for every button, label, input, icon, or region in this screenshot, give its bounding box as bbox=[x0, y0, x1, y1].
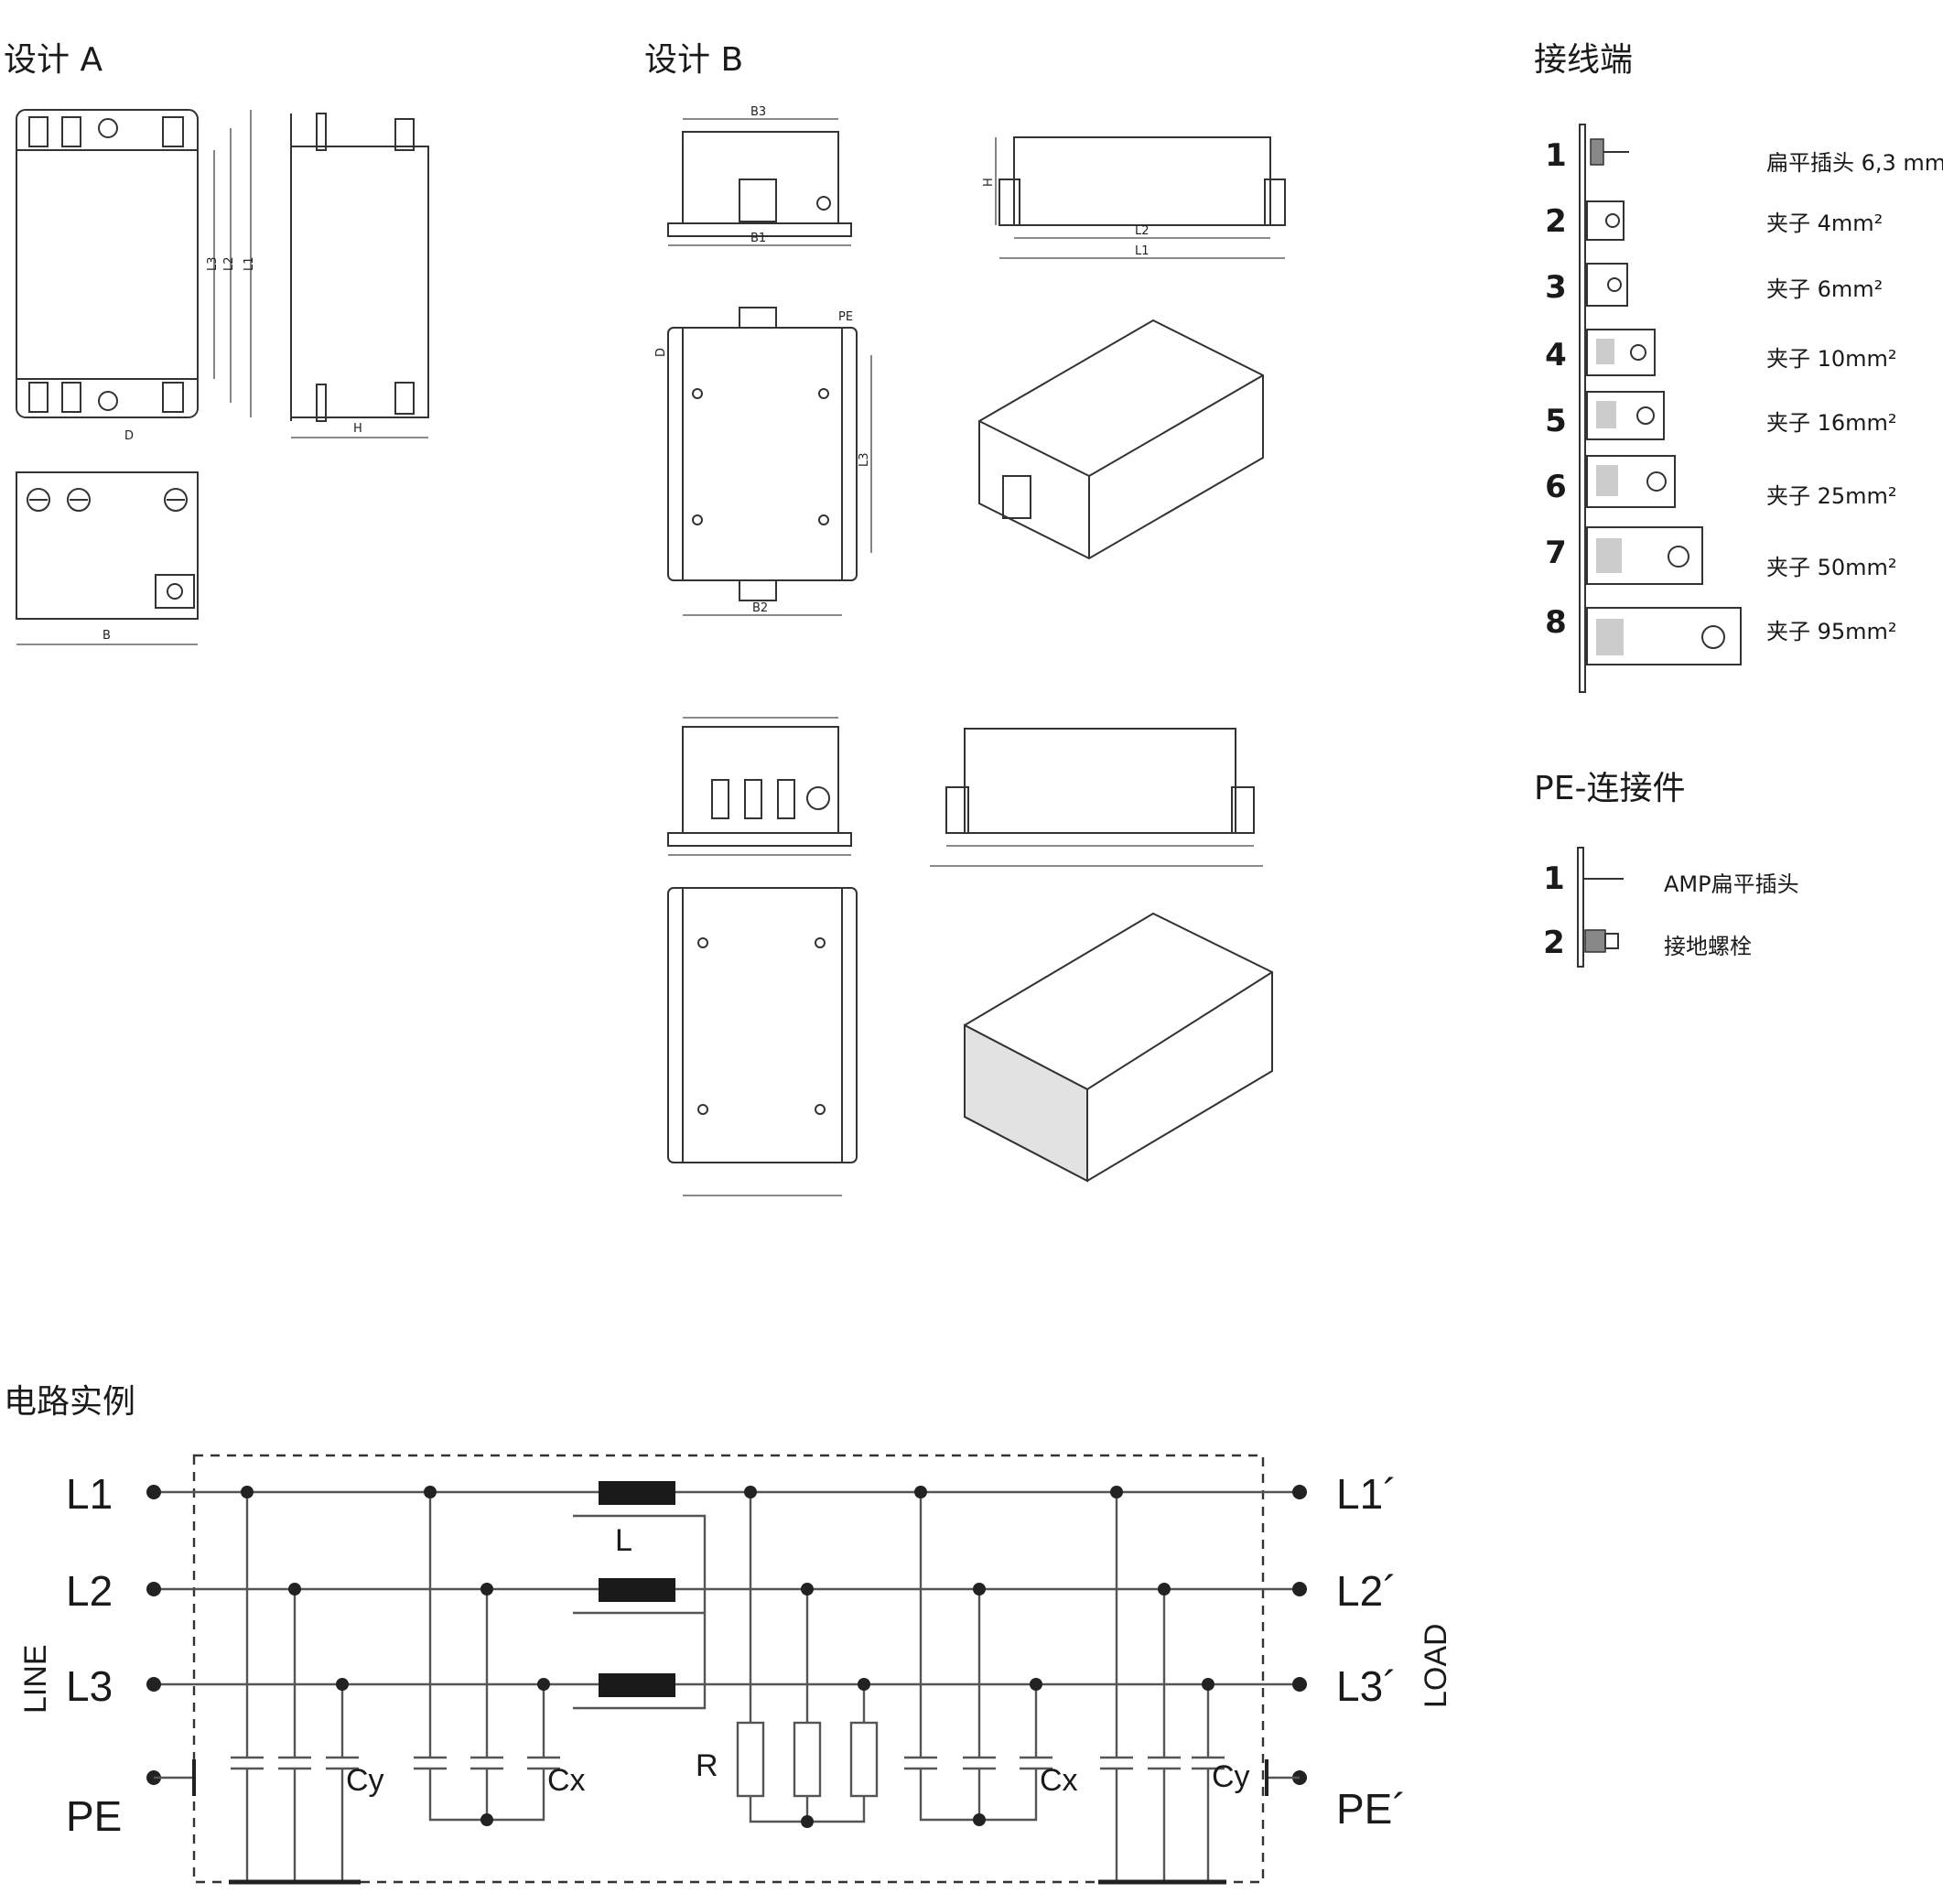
terminal-num: 3 bbox=[1545, 269, 1567, 306]
pe-connectors-drawing bbox=[1577, 847, 1624, 968]
terminal-label: 夹子 4mm² bbox=[1766, 211, 1884, 236]
design-b-heading: 设计 B bbox=[644, 41, 744, 79]
terminal-label: 夹子 16mm² bbox=[1766, 410, 1897, 436]
circuit-heading: 电路实例 bbox=[4, 1383, 136, 1421]
terminal-num: 6 bbox=[1545, 469, 1567, 505]
design-b-drawing: B3 B1 H L2 L1 PE D L3 B2 bbox=[654, 105, 1286, 1196]
cy-right-group bbox=[1098, 1486, 1226, 1885]
design-a-bottom-body bbox=[16, 471, 199, 620]
pe-mount-rail bbox=[1577, 847, 1584, 968]
label-l3: L3 bbox=[66, 1662, 113, 1710]
filter-boundary bbox=[192, 1454, 1265, 1884]
inductor-l1 bbox=[599, 1481, 675, 1505]
terminal-num: 5 bbox=[1545, 403, 1567, 439]
dim-l2-b: L2 bbox=[1135, 224, 1150, 238]
dim-l2: L2 bbox=[222, 256, 236, 271]
dim-b: B bbox=[103, 629, 111, 643]
resistor-group bbox=[736, 1486, 879, 1828]
terminals-heading: 接线端 bbox=[1534, 41, 1634, 79]
design-b2-top-body bbox=[682, 887, 843, 1163]
label-pe: PE bbox=[66, 1792, 122, 1840]
dim-l3-b: L3 bbox=[858, 452, 871, 467]
pe-connectors-heading: PE-连接件 bbox=[1534, 770, 1686, 807]
terminal-label: 夹子 25mm² bbox=[1766, 483, 1897, 509]
design-b1-front-body bbox=[682, 131, 839, 224]
label-cy-right: Cy bbox=[1212, 1759, 1250, 1794]
dim-l3: L3 bbox=[206, 256, 220, 271]
terminal-num: 1 bbox=[1545, 137, 1567, 174]
pe-connector-label: AMP扁平插头 bbox=[1664, 871, 1799, 897]
pe-connector-label: 接地螺栓 bbox=[1664, 934, 1752, 959]
terminal-num: 4 bbox=[1545, 337, 1567, 373]
design-a-drawing: L3 L2 L1 D H B bbox=[16, 109, 429, 645]
terminal-label: 夹子 6mm² bbox=[1766, 276, 1884, 302]
terminals-drawing bbox=[1579, 124, 1742, 693]
label-l3-load: L3´ bbox=[1336, 1662, 1397, 1710]
terminal-label: 夹子 50mm² bbox=[1766, 555, 1897, 580]
label-l1: L1 bbox=[66, 1470, 113, 1518]
cx-left-group bbox=[414, 1486, 560, 1826]
terminal-num: 7 bbox=[1545, 535, 1567, 571]
side-label-line: LINE bbox=[18, 1644, 53, 1714]
label-l1-load: L1´ bbox=[1336, 1470, 1397, 1518]
dim-b3: B3 bbox=[750, 105, 766, 119]
terminal-label: 扁平插头 6,3 mm bbox=[1766, 150, 1943, 176]
tab-terminal bbox=[28, 116, 49, 147]
dim-pe: PE bbox=[838, 310, 853, 324]
label-cx-right: Cx bbox=[1040, 1763, 1078, 1798]
design-b1-iso-body bbox=[978, 319, 1264, 560]
design-b1-side-body bbox=[1013, 136, 1271, 226]
side-label-load: LOAD bbox=[1419, 1623, 1453, 1708]
terminal-mount-rail bbox=[1579, 124, 1586, 693]
inductor-l3 bbox=[599, 1673, 675, 1697]
dim-h-b: H bbox=[982, 178, 996, 187]
dim-h: H bbox=[353, 422, 362, 436]
inductor-l2 bbox=[599, 1578, 675, 1602]
dim-b2: B2 bbox=[752, 601, 768, 615]
label-l2: L2 bbox=[66, 1567, 113, 1615]
design-a-heading: 设计 A bbox=[4, 41, 103, 79]
label-cy-left: Cy bbox=[346, 1763, 384, 1798]
design-a-front-body bbox=[16, 109, 199, 418]
design-a-side-body bbox=[290, 146, 429, 418]
cy-left-group bbox=[229, 1486, 361, 1885]
terminal-num: 2 bbox=[1545, 203, 1567, 240]
label-pe-load: PE´ bbox=[1336, 1785, 1407, 1833]
design-b1-top-body bbox=[682, 327, 843, 581]
circuit-diagram: L1 L2 L3 PE L1´ L2´ L3´ PE´ LINE LOAD L … bbox=[18, 1454, 1453, 1885]
label-cx-left: Cx bbox=[547, 1763, 586, 1798]
dim-d-b: D bbox=[654, 348, 668, 357]
pe-connector-num: 2 bbox=[1543, 925, 1565, 961]
terminal-num: 8 bbox=[1545, 604, 1567, 641]
design-b2-side-body bbox=[964, 728, 1236, 834]
label-resistor: R bbox=[696, 1748, 718, 1783]
label-l2-load: L2´ bbox=[1336, 1567, 1397, 1615]
dim-d: D bbox=[124, 429, 134, 443]
terminal-label: 夹子 95mm² bbox=[1766, 619, 1897, 644]
cx-right-group bbox=[904, 1486, 1052, 1826]
dim-b1: B1 bbox=[750, 232, 766, 245]
terminal-label: 夹子 10mm² bbox=[1766, 346, 1897, 372]
dim-l1: L1 bbox=[243, 256, 256, 271]
label-inductor: L bbox=[615, 1523, 632, 1558]
dim-l1-b: L1 bbox=[1135, 244, 1150, 258]
pe-connector-num: 1 bbox=[1543, 860, 1565, 897]
